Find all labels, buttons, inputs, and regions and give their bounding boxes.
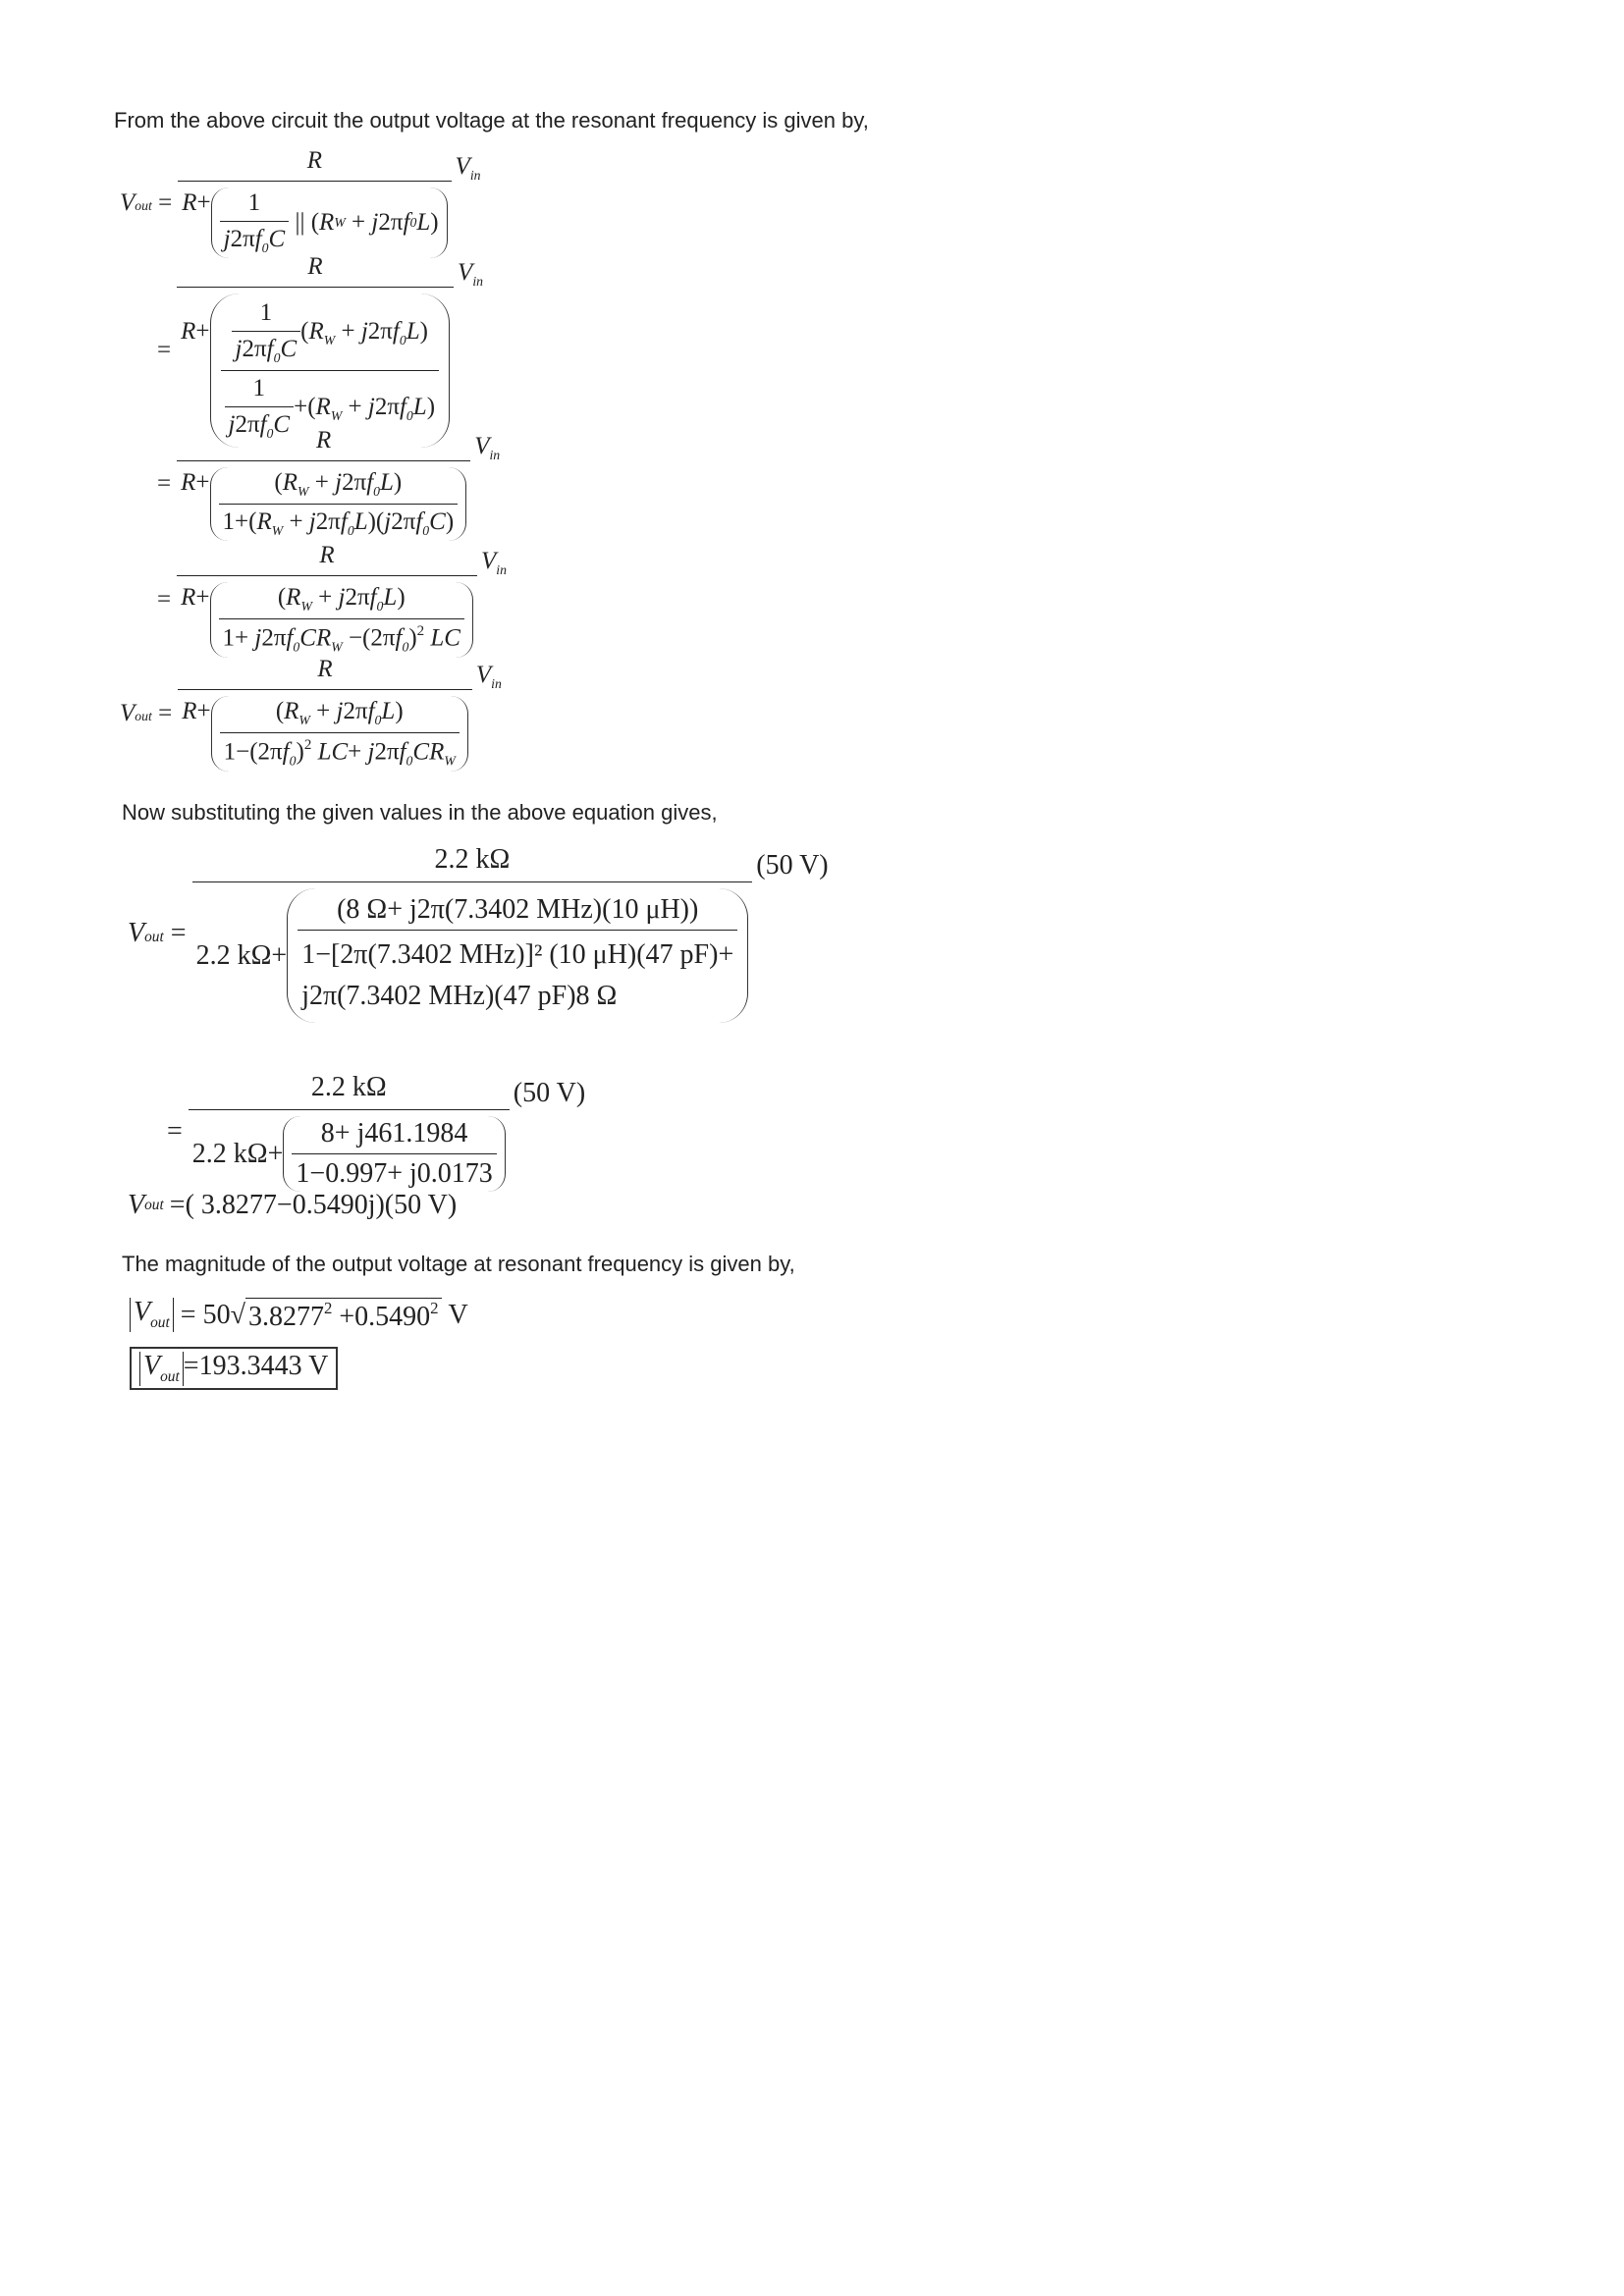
equation-3: = R R+ (RW + j2πf0L) 1+(RW + j2πf0L)(j2π…	[157, 427, 500, 542]
magnitude-text: The magnitude of the output voltage at r…	[122, 1252, 795, 1276]
substitution-equation-2: = 2.2 kΩ 2.2 kΩ+ 8+ j461.1984 1−0.997+ j…	[167, 1072, 585, 1192]
final-answer: Vout=193.3443 V	[130, 1347, 339, 1390]
equation-4: = R R+ (RW + j2πf0L) 1+ j2πf0CRW −(2πf0)…	[157, 542, 507, 658]
substitute-text: Now substituting the given values in the…	[122, 800, 718, 825]
intro-text: From the above circuit the output voltag…	[114, 108, 869, 133]
final-answer-box: Vout=193.3443 V	[130, 1347, 339, 1390]
magnitude-equation: Vout = 50√3.82772 +0.54902 V	[130, 1298, 468, 1333]
